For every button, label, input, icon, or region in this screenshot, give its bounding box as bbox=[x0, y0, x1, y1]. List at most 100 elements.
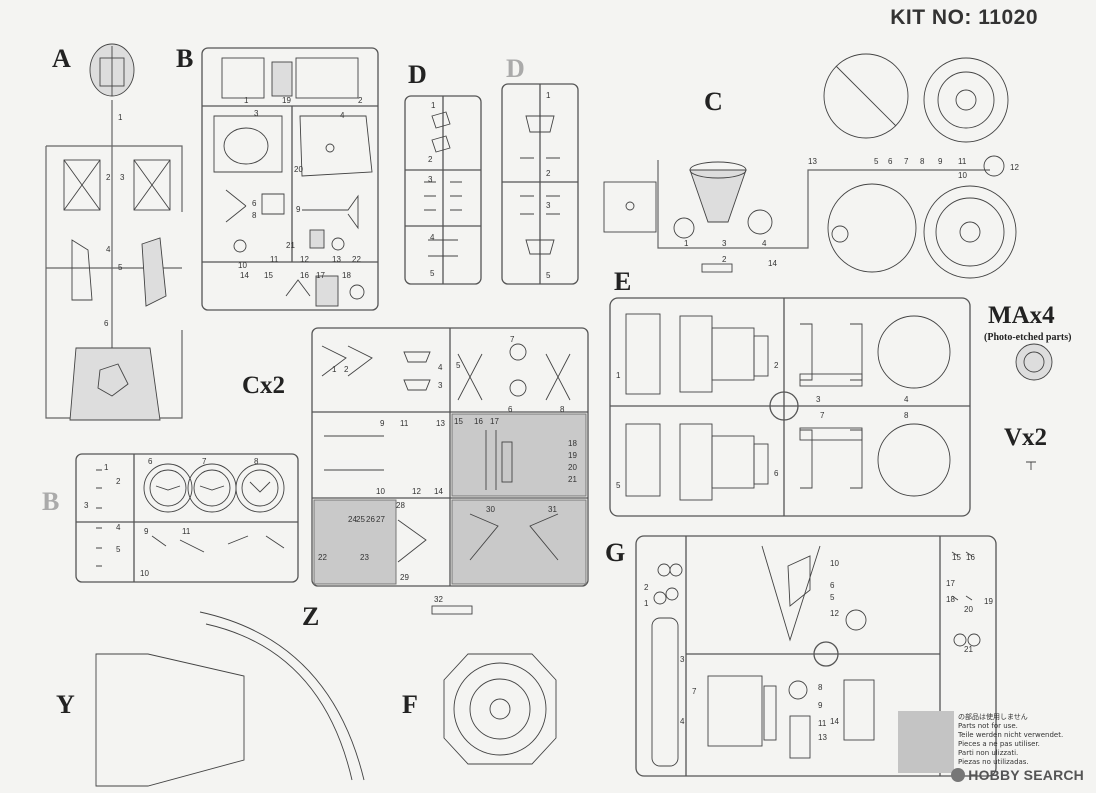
svg-text:1: 1 bbox=[546, 91, 551, 100]
svg-text:1: 1 bbox=[244, 96, 249, 105]
svg-text:19: 19 bbox=[984, 597, 993, 606]
part-f bbox=[443, 653, 557, 765]
svg-text:14: 14 bbox=[768, 259, 777, 268]
svg-text:7: 7 bbox=[904, 157, 909, 166]
svg-text:29: 29 bbox=[400, 573, 409, 582]
watermark-text: HOBBY SEARCH bbox=[968, 767, 1084, 783]
svg-text:6: 6 bbox=[252, 199, 257, 208]
svg-text:3: 3 bbox=[680, 655, 685, 664]
svg-text:17: 17 bbox=[946, 579, 955, 588]
svg-text:5: 5 bbox=[456, 361, 461, 370]
svg-text:5: 5 bbox=[430, 269, 435, 278]
svg-text:23: 23 bbox=[360, 553, 369, 562]
sprue-b-grey: 1 2 3 4 5 6 7 8 9 10 11 bbox=[75, 453, 299, 583]
svg-text:8: 8 bbox=[560, 405, 565, 414]
svg-text:13: 13 bbox=[436, 419, 445, 428]
svg-text:19: 19 bbox=[568, 451, 577, 460]
svg-text:13: 13 bbox=[332, 255, 341, 264]
part-v-small bbox=[1026, 461, 1036, 470]
svg-text:4: 4 bbox=[680, 717, 685, 726]
svg-text:20: 20 bbox=[294, 165, 303, 174]
svg-text:6: 6 bbox=[830, 581, 835, 590]
svg-text:8: 8 bbox=[920, 157, 925, 166]
svg-text:2: 2 bbox=[344, 365, 349, 374]
svg-text:2: 2 bbox=[116, 477, 121, 486]
svg-text:3: 3 bbox=[84, 501, 89, 510]
notice-line: Piezas no utilizadas. bbox=[958, 758, 1029, 766]
photo-etched-note: (Photo-etched parts) bbox=[984, 332, 1072, 343]
svg-text:3: 3 bbox=[546, 201, 551, 210]
svg-text:28: 28 bbox=[396, 501, 405, 510]
svg-text:4: 4 bbox=[116, 523, 121, 532]
notice-line: Parts not for use. bbox=[958, 722, 1018, 730]
sprue-d-grey: 1 2 3 5 bbox=[501, 83, 579, 285]
svg-text:13: 13 bbox=[818, 733, 827, 742]
sprue-label-d-grey: D bbox=[506, 54, 525, 83]
svg-text:17: 17 bbox=[316, 271, 325, 280]
svg-text:10: 10 bbox=[140, 569, 149, 578]
svg-text:20: 20 bbox=[568, 463, 577, 472]
svg-text:3: 3 bbox=[120, 173, 125, 182]
svg-text:11: 11 bbox=[958, 157, 967, 166]
svg-text:1: 1 bbox=[431, 101, 436, 110]
unused-parts-notice: の部品は使用しません Parts not for use. Teile werd… bbox=[958, 713, 1063, 767]
svg-text:12: 12 bbox=[1010, 163, 1019, 172]
svg-text:13: 13 bbox=[808, 157, 817, 166]
svg-text:19: 19 bbox=[282, 96, 291, 105]
svg-text:2: 2 bbox=[428, 155, 433, 164]
svg-text:3: 3 bbox=[816, 395, 821, 404]
notice-line: の部品は使用しません bbox=[958, 713, 1028, 721]
svg-text:6: 6 bbox=[508, 405, 513, 414]
svg-text:4: 4 bbox=[430, 233, 435, 242]
svg-text:7: 7 bbox=[692, 687, 697, 696]
svg-text:1: 1 bbox=[118, 113, 123, 122]
part-y bbox=[95, 611, 365, 787]
svg-text:7: 7 bbox=[202, 457, 207, 466]
sprue-label-a: A bbox=[52, 44, 71, 73]
svg-text:2: 2 bbox=[644, 583, 649, 592]
svg-text:15: 15 bbox=[264, 271, 273, 280]
svg-text:2: 2 bbox=[106, 173, 111, 182]
svg-text:4: 4 bbox=[106, 245, 111, 254]
svg-text:3: 3 bbox=[428, 175, 433, 184]
svg-text:7: 7 bbox=[820, 411, 825, 420]
svg-text:22: 22 bbox=[318, 553, 327, 562]
svg-text:9: 9 bbox=[938, 157, 943, 166]
svg-text:18: 18 bbox=[342, 271, 351, 280]
svg-text:24: 24 bbox=[348, 515, 357, 524]
svg-text:10: 10 bbox=[830, 559, 839, 568]
part-a1-dome bbox=[89, 43, 135, 97]
svg-text:11: 11 bbox=[818, 719, 827, 728]
svg-text:1: 1 bbox=[332, 365, 337, 374]
sprue-label-b-grey: B bbox=[42, 487, 60, 516]
part-c-funnel bbox=[689, 161, 747, 223]
svg-text:2: 2 bbox=[546, 169, 551, 178]
svg-text:2: 2 bbox=[774, 361, 779, 370]
svg-text:1: 1 bbox=[684, 239, 689, 248]
svg-text:21: 21 bbox=[286, 241, 295, 250]
part-a6-base bbox=[69, 347, 161, 421]
svg-text:4: 4 bbox=[340, 111, 345, 120]
multiplier-max4: MAx4 bbox=[988, 302, 1055, 329]
part-a2-panel bbox=[63, 159, 171, 211]
sprue-label-y: Y bbox=[56, 690, 75, 719]
part-a4-truss bbox=[71, 237, 167, 307]
svg-text:10: 10 bbox=[238, 261, 247, 270]
photo-etched-disc bbox=[1015, 343, 1053, 381]
svg-text:21: 21 bbox=[568, 475, 577, 484]
svg-text:3: 3 bbox=[254, 109, 259, 118]
sprue-label-z: Z bbox=[302, 602, 320, 631]
svg-text:5: 5 bbox=[874, 157, 879, 166]
svg-text:18: 18 bbox=[946, 595, 955, 604]
svg-text:5: 5 bbox=[116, 545, 121, 554]
svg-text:9: 9 bbox=[296, 205, 301, 214]
sprue-g: 1 2 3 4 5 6 7 8 9 10 11 12 13 14 15 16 1… bbox=[635, 535, 997, 777]
svg-text:4: 4 bbox=[762, 239, 767, 248]
svg-text:6: 6 bbox=[888, 157, 893, 166]
svg-text:14: 14 bbox=[830, 717, 839, 726]
svg-text:15: 15 bbox=[454, 417, 463, 426]
multiplier-vx2: Vx2 bbox=[1004, 424, 1048, 451]
svg-text:10: 10 bbox=[376, 487, 385, 496]
svg-text:30: 30 bbox=[486, 505, 495, 514]
